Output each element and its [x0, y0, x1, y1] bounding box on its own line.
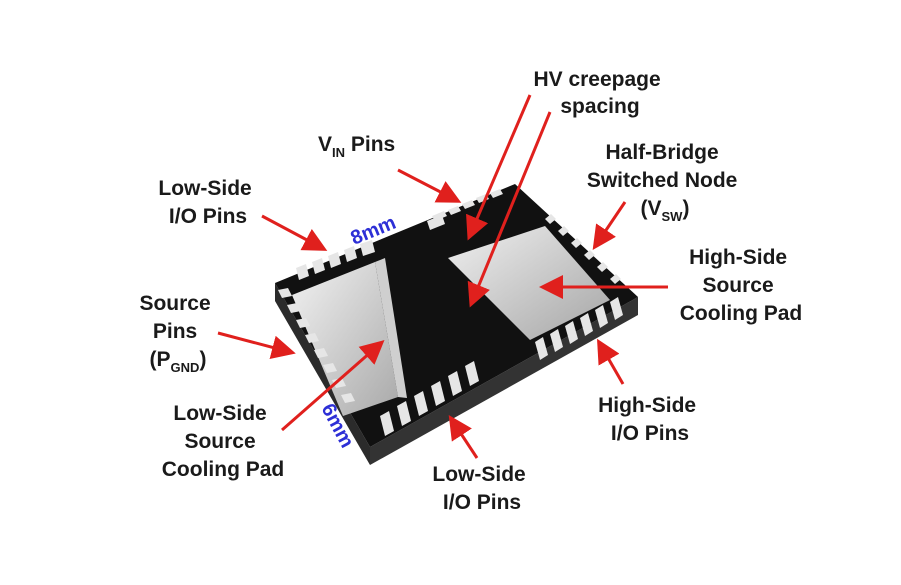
label-half-bridge: Half-Bridge Switched Node (VSW) [587, 141, 743, 224]
source-pin [323, 363, 337, 373]
ls-io-pin [465, 361, 479, 386]
hs-io-pin [580, 313, 593, 336]
label-hv-creepage: HV creepage spacing [533, 68, 666, 118]
ls-io-pin [448, 371, 462, 396]
label-source-pins: Source Pins (PGND) [139, 292, 216, 375]
high-side-source-pad [448, 226, 610, 340]
hs-io-pin [550, 329, 563, 352]
source-pin [278, 288, 292, 298]
hs-io-pin [595, 305, 608, 328]
label-low-side-io-bottom: Low-Side I/O Pins [432, 463, 531, 514]
package-side-left [275, 283, 370, 465]
vin-pin [427, 215, 445, 230]
source-pin [296, 318, 310, 328]
arrow-low-side-pad [281, 340, 385, 432]
source-pin [287, 303, 301, 313]
ls-io-pin [380, 411, 394, 436]
callout-arrows [217, 94, 668, 459]
label-low-side-pad: Low-Side Source Cooling Pad [162, 402, 285, 481]
ls-io-pin [344, 246, 357, 262]
sw-pin [558, 226, 569, 236]
source-pin [341, 393, 355, 403]
sw-pin [571, 238, 582, 248]
arrow-low-side-io-bottom [448, 414, 479, 459]
vin-pin [462, 200, 475, 209]
hs-io-pin [535, 337, 548, 360]
label-low-side-io-top: Low-Side I/O Pins [158, 177, 257, 228]
low-side-source-pad [292, 262, 398, 416]
sw-pin [610, 274, 621, 284]
high-side-io-pins [535, 297, 623, 360]
arrow-hv-creepage-1 [466, 94, 532, 241]
label-vin-pins: VIN Pins [318, 133, 395, 160]
low-side-io-pins-top [296, 240, 375, 280]
vin-pins [427, 189, 503, 230]
arrow-half-bridge [592, 201, 627, 250]
source-pin [332, 378, 346, 388]
low-side-source-pad-extension [375, 258, 407, 398]
sw-pin [597, 262, 608, 272]
ls-io-pin [312, 258, 325, 274]
ls-io-pin [328, 252, 341, 268]
arrow-low-side-io-top [261, 214, 328, 251]
source-pin [314, 348, 328, 358]
ls-io-pin [397, 401, 411, 426]
arrow-source-pins [217, 331, 296, 360]
ls-io-pin [431, 381, 445, 406]
source-pin [305, 333, 319, 343]
low-side-io-pins-bottom [380, 361, 479, 436]
callout-labels: HV creepage spacing VIN Pins Half-Bridge… [139, 68, 802, 514]
label-high-side-pad: High-Side Source Cooling Pad [680, 246, 803, 325]
sw-pin [584, 250, 595, 260]
ls-io-pin [414, 391, 428, 416]
source-pins [278, 288, 355, 403]
switched-node-pins [545, 214, 621, 284]
sw-pin [545, 214, 556, 224]
arrow-vin-pins [397, 168, 462, 203]
hs-io-pin [610, 297, 623, 320]
vin-pin [490, 189, 503, 198]
package-body [275, 184, 638, 465]
hs-io-pin [565, 321, 578, 344]
vin-pin [448, 206, 461, 215]
label-high-side-io: High-Side I/O Pins [598, 394, 702, 445]
ls-io-pin [360, 240, 375, 256]
arrow-high-side-io [597, 338, 625, 385]
ls-io-pin [296, 264, 309, 280]
arrow-hv-creepage-2 [467, 111, 552, 308]
